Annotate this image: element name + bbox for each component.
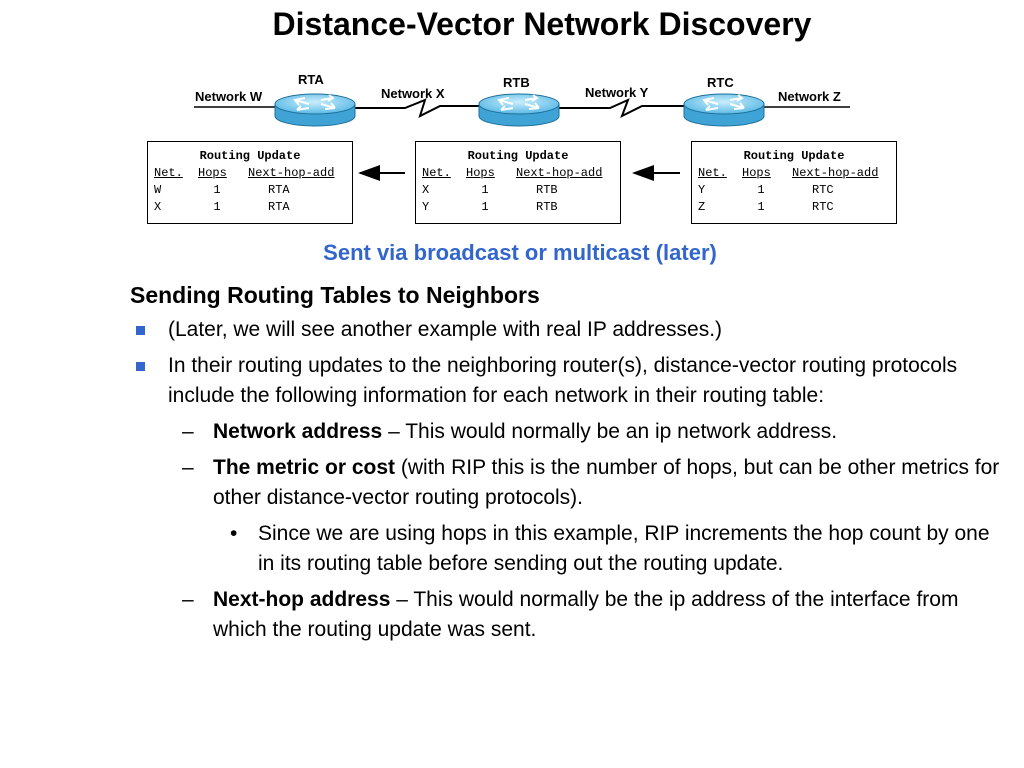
slide-body: Sending Routing Tables to Neighbors (Lat… <box>130 282 1000 651</box>
dash-bullet-icon: – <box>182 588 194 611</box>
term-metric: The metric or cost <box>213 456 396 479</box>
list-item-text: Since we are using hops in this example,… <box>258 522 990 575</box>
header-net: Net. <box>154 166 183 180</box>
cell-hops: 1 <box>757 200 765 214</box>
sub-list-item: – Next-hop address – This would normally… <box>130 585 1000 645</box>
cell-hops: 1 <box>757 183 765 197</box>
routing-table-header: Net. Hops Next-hop-add <box>698 165 896 182</box>
dot-bullet-icon: • <box>230 522 238 545</box>
list-item-text: In their routing updates to the neighbor… <box>168 354 958 407</box>
cell-hops: 1 <box>481 183 489 197</box>
header-net: Net. <box>698 166 727 180</box>
sub-list-item: – Network address – This would normally … <box>130 417 1000 447</box>
term-next-hop: Next-hop address <box>213 588 391 611</box>
cell-next-hop: RTC <box>812 200 834 214</box>
cell-net: Z <box>698 200 706 214</box>
table-row: W 1 RTA <box>154 182 352 199</box>
network-label-y: Network Y <box>585 85 649 100</box>
network-diagram: RTA RTB RTC Network W Network X Network … <box>194 72 850 181</box>
arrow-left-2 <box>632 165 680 181</box>
router-rtb-icon <box>478 93 560 127</box>
cell-hops: 1 <box>481 200 489 214</box>
cell-hops: 1 <box>213 183 221 197</box>
cell-next-hop: RTB <box>536 183 558 197</box>
router-label-rtb: RTB <box>503 75 530 90</box>
router-label-rta: RTA <box>298 72 324 87</box>
routing-table-header: Net. Hops Next-hop-add <box>422 165 620 182</box>
network-label-z: Network Z <box>778 89 841 104</box>
list-item-text: (Later, we will see another example with… <box>168 318 723 341</box>
cell-next-hop: RTC <box>812 183 834 197</box>
sub-sub-list-item: • Since we are using hops in this exampl… <box>130 519 1000 579</box>
serial-link-y <box>557 98 684 119</box>
network-label-w: Network W <box>195 89 263 104</box>
square-bullet-icon <box>136 326 145 335</box>
cell-net: X <box>422 183 430 197</box>
diagram-caption: Sent via broadcast or multicast (later) <box>323 240 717 265</box>
table-row: Y 1 RTB <box>422 199 620 216</box>
term-network-address: Network address <box>213 420 383 443</box>
cell-hops: 1 <box>213 200 221 214</box>
term-description: – This would normally be an ip network a… <box>382 420 838 443</box>
cell-net: Y <box>422 200 430 214</box>
term-description: – This would normally be the ip address … <box>213 588 959 641</box>
routing-table-title: Routing Update <box>467 149 569 163</box>
table-row: Z 1 RTC <box>698 199 896 216</box>
network-label-x: Network X <box>381 86 445 101</box>
cell-net: W <box>154 183 162 197</box>
cell-net: X <box>154 200 162 214</box>
square-bullet-icon <box>136 362 145 371</box>
router-label-rtc: RTC <box>707 75 734 90</box>
dash-bullet-icon: – <box>182 420 194 443</box>
list-item: (Later, we will see another example with… <box>130 315 1000 345</box>
cell-next-hop: RTB <box>536 200 558 214</box>
cell-next-hop: RTA <box>268 183 290 197</box>
router-rta-icon <box>274 93 356 127</box>
table-row: X 1 RTA <box>154 199 352 216</box>
routing-table-header: Net. Hops Next-hop-add <box>154 165 352 182</box>
dash-bullet-icon: – <box>182 456 194 479</box>
header-next-hop: Next-hop-add <box>248 166 335 180</box>
header-next-hop: Next-hop-add <box>792 166 879 180</box>
routing-table-title: Routing Update <box>743 149 845 163</box>
list-item: In their routing updates to the neighbor… <box>130 351 1000 411</box>
serial-link-x <box>352 98 480 118</box>
page-title: Distance-Vector Network Discovery <box>272 6 812 42</box>
section-heading: Sending Routing Tables to Neighbors <box>130 282 540 308</box>
header-next-hop: Next-hop-add <box>516 166 603 180</box>
sub-list-item: – The metric or cost (with RIP this is t… <box>130 453 1000 513</box>
header-hops: Hops <box>742 166 771 180</box>
header-hops: Hops <box>466 166 495 180</box>
header-net: Net. <box>422 166 451 180</box>
cell-next-hop: RTA <box>268 200 290 214</box>
table-row: Y 1 RTC <box>698 182 896 199</box>
router-rtc-icon <box>683 93 765 127</box>
cell-net: Y <box>698 183 706 197</box>
routing-table-title: Routing Update <box>199 149 301 163</box>
header-hops: Hops <box>198 166 227 180</box>
table-row: X 1 RTB <box>422 182 620 199</box>
term-description: (with RIP this is the number of hops, bu… <box>213 456 1000 509</box>
